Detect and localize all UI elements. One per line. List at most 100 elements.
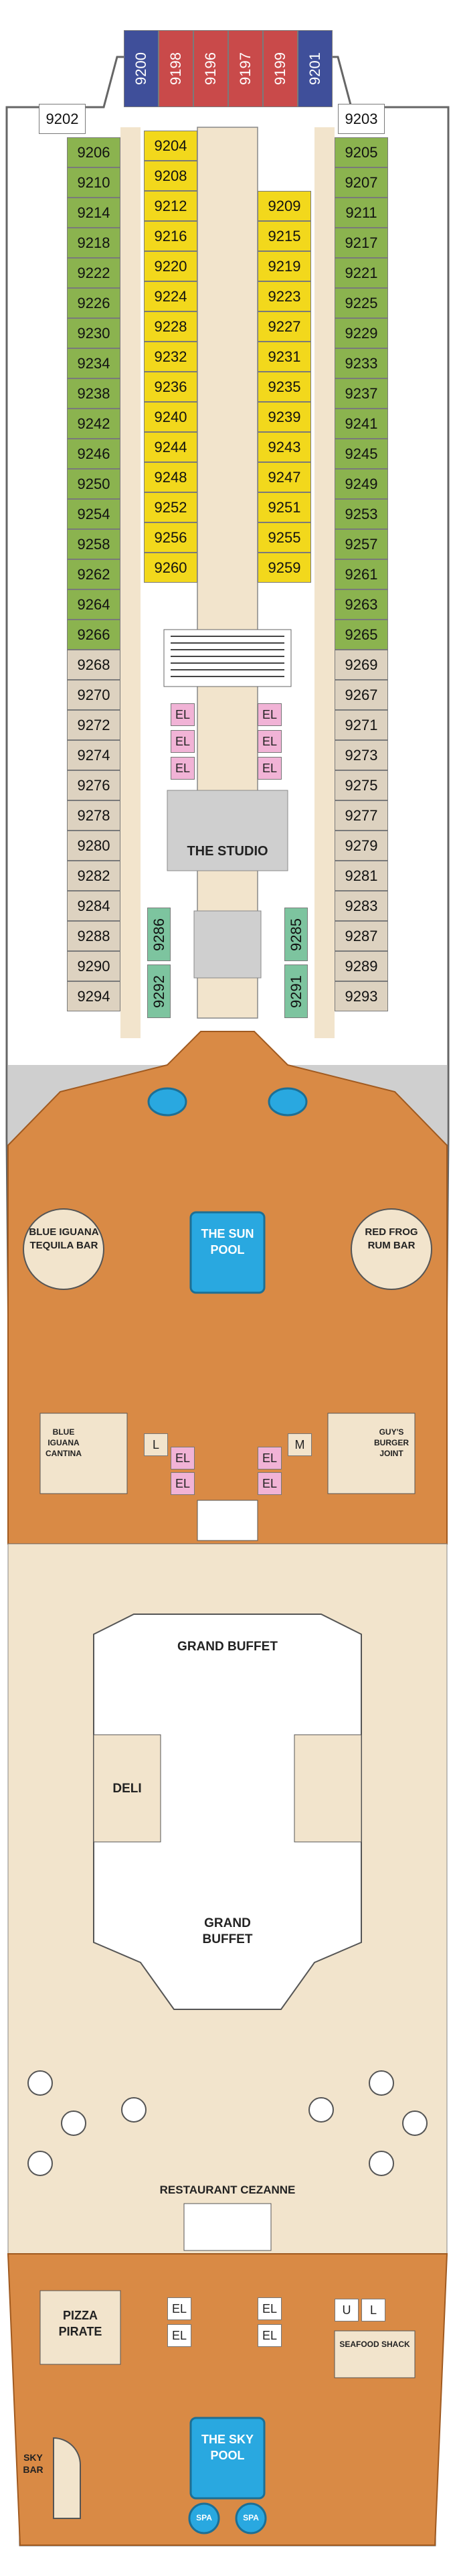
cabin[interactable]: 9233 [335, 348, 388, 378]
cabin[interactable]: 9232 [144, 342, 197, 372]
cabin[interactable]: 9277 [335, 800, 388, 831]
cabin[interactable]: 9240 [144, 402, 197, 432]
cabin[interactable]: 9251 [258, 492, 311, 522]
cabin[interactable]: 9288 [67, 921, 120, 951]
cabin[interactable]: 9258 [67, 529, 120, 559]
cabin[interactable]: 9206 [67, 137, 120, 167]
cabin-top[interactable]: 9198 [159, 30, 193, 107]
cabin[interactable]: 9245 [335, 439, 388, 469]
cabin[interactable]: 9205 [335, 137, 388, 167]
cabin[interactable]: 9290 [67, 951, 120, 981]
cabin[interactable]: 9239 [258, 402, 311, 432]
cabin[interactable]: 9219 [258, 251, 311, 281]
cabin[interactable]: 9230 [67, 318, 120, 348]
cabin[interactable]: 9217 [335, 228, 388, 258]
cabin[interactable]: 9279 [335, 831, 388, 861]
cabin[interactable]: 9212 [144, 191, 197, 221]
cabin[interactable]: 9234 [67, 348, 120, 378]
cabin[interactable]: 9281 [335, 861, 388, 891]
cabin[interactable]: 9246 [67, 439, 120, 469]
cabin-top[interactable]: 9199 [263, 30, 298, 107]
cabin-top[interactable]: 9200 [124, 30, 159, 107]
cabin[interactable]: 9253 [335, 499, 388, 529]
cabin[interactable]: 9260 [144, 553, 197, 583]
cabin[interactable]: 9208 [144, 161, 197, 191]
cabin[interactable]: 9286 [147, 908, 171, 961]
cabin[interactable]: 9211 [335, 198, 388, 228]
cabin[interactable]: 9236 [144, 372, 197, 402]
cabin[interactable]: 9274 [67, 740, 120, 770]
cabin[interactable]: 9223 [258, 281, 311, 311]
cabin[interactable]: 9249 [335, 469, 388, 499]
cabin[interactable]: 9284 [67, 891, 120, 921]
cabin[interactable]: 9289 [335, 951, 388, 981]
cabin[interactable]: 9270 [67, 680, 120, 710]
cabin[interactable]: 9259 [258, 553, 311, 583]
cabin[interactable]: 9207 [335, 167, 388, 198]
cabin[interactable]: 9243 [258, 432, 311, 462]
cabin-corner-left[interactable]: 9202 [39, 104, 86, 134]
cabin[interactable]: 9276 [67, 770, 120, 800]
cabin[interactable]: 9209 [258, 191, 311, 221]
cabin[interactable]: 9271 [335, 710, 388, 740]
cabin[interactable]: 9204 [144, 131, 197, 161]
cabin-number: 9235 [268, 378, 301, 395]
cabin[interactable]: 9225 [335, 288, 388, 318]
cabin[interactable]: 9280 [67, 831, 120, 861]
cabin[interactable]: 9210 [67, 167, 120, 198]
cabin[interactable]: 9228 [144, 311, 197, 342]
cabin-top[interactable]: 9201 [298, 30, 333, 107]
cabin[interactable]: 9262 [67, 559, 120, 589]
cabin[interactable]: 9273 [335, 740, 388, 770]
cabin[interactable]: 9242 [67, 409, 120, 439]
cabin[interactable]: 9244 [144, 432, 197, 462]
cabin[interactable]: 9252 [144, 492, 197, 522]
cabin[interactable]: 9268 [67, 650, 120, 680]
cabin[interactable]: 9215 [258, 221, 311, 251]
cabin[interactable]: 9218 [67, 228, 120, 258]
cabin[interactable]: 9238 [67, 378, 120, 409]
cabin[interactable]: 9222 [67, 258, 120, 288]
cabin[interactable]: 9272 [67, 710, 120, 740]
cabin[interactable]: 9241 [335, 409, 388, 439]
cabin[interactable]: 9278 [67, 800, 120, 831]
cabin[interactable]: 9248 [144, 462, 197, 492]
cabin[interactable]: 9254 [67, 499, 120, 529]
cabin[interactable]: 9267 [335, 680, 388, 710]
cabin[interactable]: 9226 [67, 288, 120, 318]
cabin[interactable]: 9291 [284, 964, 308, 1018]
cabin[interactable]: 9294 [67, 981, 120, 1011]
cabin[interactable]: 9264 [67, 589, 120, 620]
cabin[interactable]: 9275 [335, 770, 388, 800]
cabin[interactable]: 9231 [258, 342, 311, 372]
cabin[interactable]: 9224 [144, 281, 197, 311]
cabin[interactable]: 9263 [335, 589, 388, 620]
cabin[interactable]: 9227 [258, 311, 311, 342]
cabin[interactable]: 9247 [258, 462, 311, 492]
cabin[interactable]: 9257 [335, 529, 388, 559]
cabin[interactable]: 9269 [335, 650, 388, 680]
cabin[interactable]: 9237 [335, 378, 388, 409]
cabin-top[interactable]: 9197 [228, 30, 263, 107]
cabin[interactable]: 9235 [258, 372, 311, 402]
cabin[interactable]: 9216 [144, 221, 197, 251]
cabin[interactable]: 9220 [144, 251, 197, 281]
cabin[interactable]: 9292 [147, 964, 171, 1018]
cabin[interactable]: 9255 [258, 522, 311, 553]
cabin-top[interactable]: 9196 [193, 30, 228, 107]
cabin[interactable]: 9221 [335, 258, 388, 288]
cabin[interactable]: 9266 [67, 620, 120, 650]
cabin[interactable]: 9256 [144, 522, 197, 553]
cabin[interactable]: 9285 [284, 908, 308, 961]
cabin[interactable]: 9282 [67, 861, 120, 891]
cabin-corner-right[interactable]: 9203 [338, 104, 385, 134]
cabin[interactable]: 9229 [335, 318, 388, 348]
cabin[interactable]: 9283 [335, 891, 388, 921]
cabin[interactable]: 9287 [335, 921, 388, 951]
cabin-number: 9278 [77, 807, 110, 824]
cabin[interactable]: 9293 [335, 981, 388, 1011]
cabin[interactable]: 9261 [335, 559, 388, 589]
cabin[interactable]: 9250 [67, 469, 120, 499]
cabin[interactable]: 9265 [335, 620, 388, 650]
cabin[interactable]: 9214 [67, 198, 120, 228]
